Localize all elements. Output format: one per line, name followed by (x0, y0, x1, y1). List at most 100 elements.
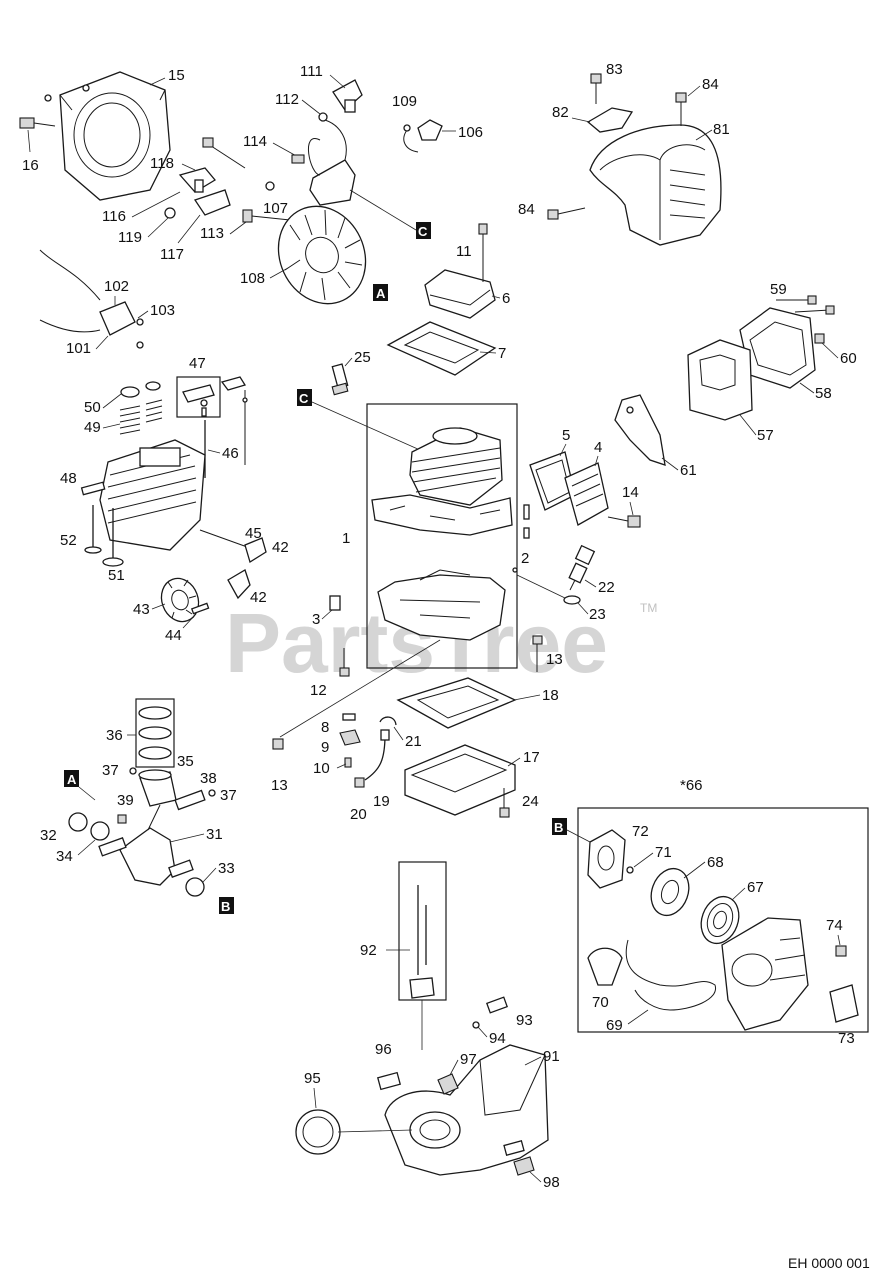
rocker-arm-47-part[interactable] (176, 376, 221, 418)
pad-98-part[interactable] (513, 1156, 535, 1176)
bolt-84-side-part[interactable] (547, 207, 586, 220)
bolt-113-part[interactable] (242, 209, 253, 223)
label-83: 83 (606, 61, 623, 78)
bolt-84-top-part[interactable] (675, 92, 687, 126)
bracket-102-part[interactable] (39, 249, 144, 349)
ratchet-72-part[interactable] (587, 829, 626, 889)
bolt-74-part[interactable] (835, 945, 847, 957)
cylinder-head-part[interactable] (99, 439, 206, 551)
grommet-97-part[interactable] (437, 1073, 459, 1095)
bolt-13-top-part[interactable] (532, 635, 543, 672)
key-39-part[interactable] (117, 814, 127, 824)
cam-gear-43-part[interactable] (156, 573, 205, 627)
label-15: 15 (168, 67, 185, 84)
bolt-11-part[interactable] (478, 223, 488, 282)
crankshaft-31-part[interactable] (98, 804, 194, 886)
bolt-59-part[interactable] (776, 295, 835, 315)
screw-71-part[interactable] (626, 866, 634, 874)
cylinder-block-part[interactable] (409, 427, 503, 506)
pin-48-part[interactable] (80, 481, 106, 496)
seal-34-part[interactable] (90, 821, 110, 841)
fuel-cap-95-part[interactable] (295, 1109, 341, 1155)
pin-2-part[interactable] (523, 504, 530, 520)
bolt-83-part[interactable] (590, 73, 602, 104)
handle-70-part[interactable] (587, 947, 623, 986)
label-97: 97 (460, 1051, 477, 1068)
fuel-tank-91-part[interactable] (384, 1044, 549, 1176)
top-cover-81-part[interactable] (589, 124, 722, 246)
fan-housing-part[interactable] (44, 71, 171, 201)
bolt-16-part[interactable] (19, 117, 56, 129)
valve-spring-49-part[interactable] (119, 381, 163, 435)
spark-plug-25-part[interactable] (331, 363, 349, 396)
bushing-96-part[interactable] (376, 1071, 402, 1091)
sensor-22-part[interactable] (568, 544, 596, 591)
cover-82-part[interactable] (586, 107, 634, 133)
label-22: 22 (598, 579, 615, 596)
stop-switch-part[interactable] (403, 119, 443, 153)
label-33: 33 (218, 860, 235, 877)
callout-B-crankshaft[interactable]: B (219, 897, 234, 914)
rocker-42-part[interactable] (227, 569, 251, 600)
piston-35-part[interactable] (138, 769, 177, 807)
bolt-13-bottom-part[interactable] (272, 738, 284, 750)
crank-case-half-part[interactable] (164, 167, 275, 219)
label-9: 9 (321, 739, 329, 756)
piston-pin-38-part[interactable] (174, 789, 206, 811)
part-8-9-10[interactable] (339, 713, 361, 768)
clip-21-part[interactable] (379, 716, 397, 726)
valve-52-part[interactable] (84, 505, 102, 554)
pin-44-part[interactable] (190, 602, 210, 615)
bolt-14-part[interactable] (607, 515, 641, 528)
svg-text:C: C (299, 391, 309, 406)
spring-67-part[interactable] (695, 891, 745, 948)
oil-pan-17-part[interactable] (404, 744, 516, 816)
bearing-32-part[interactable] (68, 812, 88, 832)
rocker-arm-right-part[interactable] (220, 376, 248, 465)
fuel-filter-frame (398, 861, 447, 1001)
label-4: 4 (594, 439, 602, 456)
plug-cap-111-part[interactable] (332, 79, 363, 113)
crankcase-lower-part[interactable] (377, 569, 506, 641)
clip-37-left-part[interactable] (129, 767, 137, 775)
gasket-7-part[interactable] (386, 321, 497, 376)
label-plate-73-part[interactable] (829, 984, 859, 1023)
bolt-12-part[interactable] (339, 648, 350, 677)
bolt-24-part[interactable] (499, 788, 510, 818)
washer-23-part[interactable] (563, 595, 581, 605)
callout-B-starter[interactable]: B (552, 818, 567, 835)
rope-69-part[interactable] (625, 939, 716, 1011)
pin-3-part[interactable] (329, 595, 341, 611)
callout-C-coil[interactable]: C (416, 222, 431, 239)
ignition-coil-part[interactable] (307, 119, 356, 206)
muffler-57-part[interactable] (687, 339, 753, 421)
callout-C-cylinder[interactable]: C (297, 389, 312, 406)
pulley-68-part[interactable] (645, 863, 695, 920)
valve-51-part[interactable] (102, 508, 124, 567)
callout-A-flywheel[interactable]: A (373, 284, 388, 301)
head-cover-6-part[interactable] (424, 269, 496, 319)
flywheel-part[interactable] (263, 192, 381, 318)
starter-case-part[interactable] (721, 917, 809, 1031)
callout-A-crankshaft[interactable]: A (64, 770, 79, 787)
piston-rings-36-part[interactable] (138, 706, 172, 760)
rocker-45-part[interactable] (199, 529, 267, 564)
fuel-pipe-92-part[interactable] (409, 885, 435, 999)
part-94[interactable] (472, 1021, 480, 1029)
bolt-60-part[interactable] (814, 333, 825, 344)
bearing-33-part[interactable] (185, 877, 205, 897)
bolt-20-part[interactable] (354, 777, 365, 788)
label-74: 74 (826, 917, 843, 934)
spring-112-part[interactable] (318, 112, 328, 122)
label-106: 106 (458, 124, 483, 141)
grommet-93-part[interactable] (485, 996, 509, 1014)
heat-shield-61-part[interactable] (614, 394, 666, 466)
plate-4-part[interactable] (564, 462, 609, 526)
clip-37-right-part[interactable] (208, 789, 216, 797)
bolt-114-part[interactable] (291, 154, 305, 164)
label-34: 34 (56, 848, 73, 865)
crankcase-upper-part[interactable] (371, 494, 513, 536)
breather-hose-19-part[interactable] (364, 729, 390, 781)
